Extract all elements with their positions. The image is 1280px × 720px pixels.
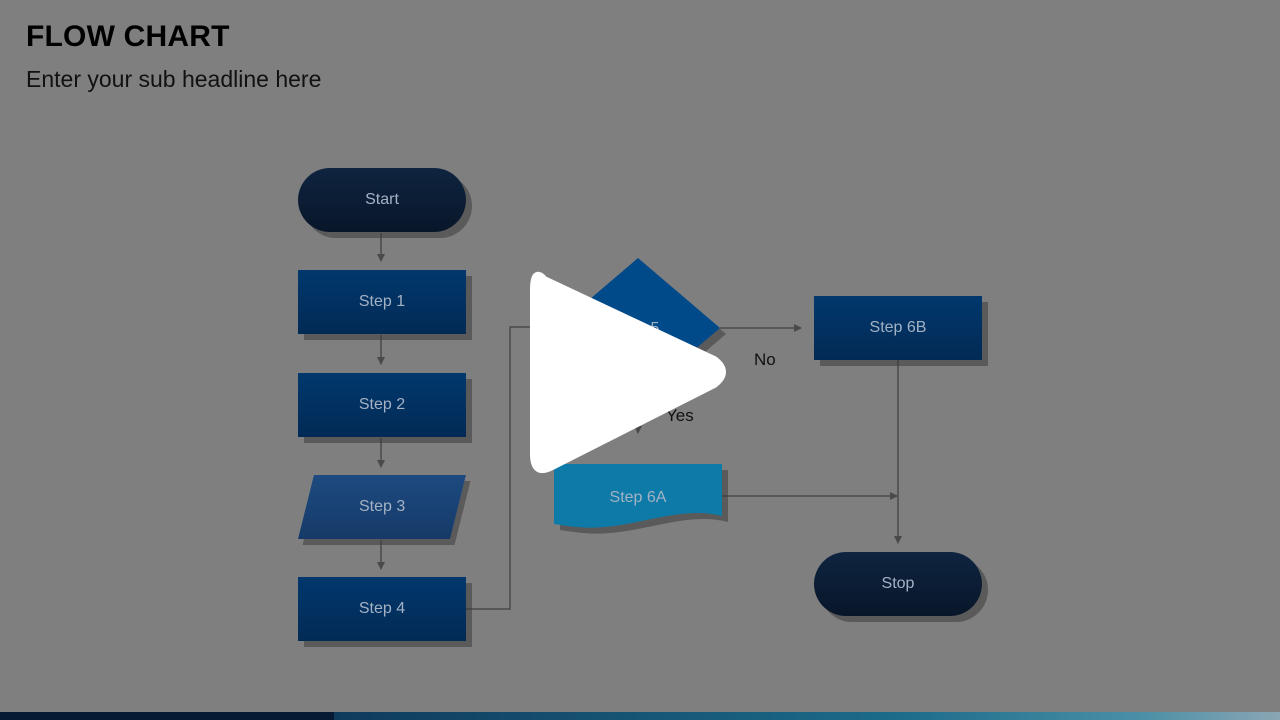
node-step2: Step 2 [298,373,466,437]
node-step4: Step 4 [298,577,466,641]
footer-accent-bar [0,712,1280,720]
node-step4-label: Step 4 [358,600,406,617]
node-stop-label: Stop [881,575,915,592]
node-step1-label: Step 1 [358,293,406,310]
node-step1: Step 1 [298,270,466,334]
play-icon[interactable] [530,262,730,482]
node-step3-label: Step 3 [358,498,406,515]
document-label: Step 6A [610,489,667,506]
node-step2-label: Step 2 [358,396,406,413]
page-subtitle: Enter your sub headline here [26,66,322,92]
node-stop: Stop [814,552,982,616]
edge-label-yes: Yes [666,406,694,425]
footer-bar-gradient [334,712,1280,720]
node-start-label: Start [365,191,399,208]
node-step3: Step 3 [298,475,466,539]
document-shape [554,464,722,528]
node-step6b-label: Step 6B [869,319,927,336]
node-start: Start [298,168,466,232]
footer-bar-dark [0,712,334,720]
edge-label-no: No [754,350,776,369]
page-title: FLOW CHART [26,20,230,53]
node-step6b: Step 6B [814,296,982,360]
